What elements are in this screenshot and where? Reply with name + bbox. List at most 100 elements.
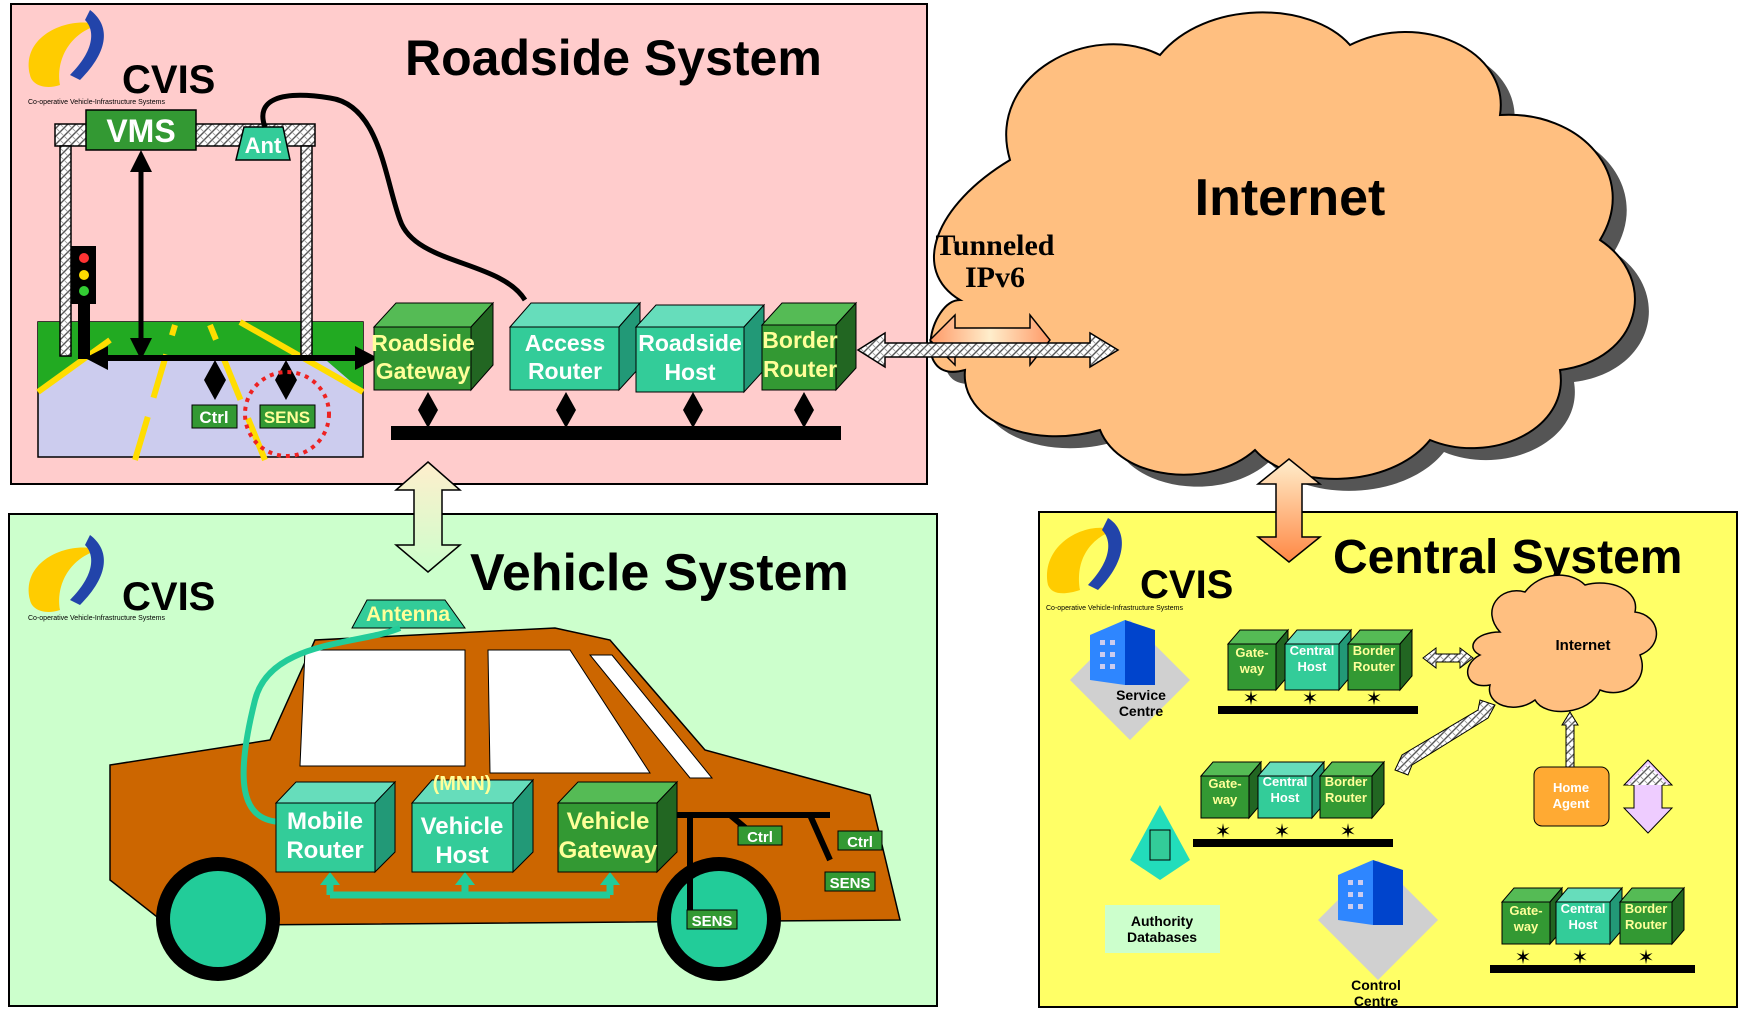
- svg-text:Border: Border: [1353, 643, 1396, 658]
- roadside-gateway-box: Roadside Gateway: [371, 301, 495, 392]
- authority-db-label-2: Databases: [1127, 929, 1197, 945]
- ctrl-label: Ctrl: [199, 408, 228, 427]
- access-router-box: Access Router: [508, 301, 642, 392]
- internet-cloud: [929, 11, 1649, 491]
- roadside-bus: [391, 426, 841, 440]
- central-link-arrow-2: [1394, 699, 1496, 776]
- svg-text:Host: Host: [664, 359, 715, 385]
- svg-text:Router: Router: [1325, 790, 1367, 805]
- ant-cable: [260, 92, 528, 302]
- svg-text:Border: Border: [762, 327, 837, 353]
- svg-text:Router: Router: [763, 356, 837, 382]
- svg-text:Host: Host: [1298, 659, 1328, 674]
- vehicle-sens-2: SENS: [692, 913, 733, 930]
- car-window-rear: [487, 649, 651, 774]
- svg-text:Router: Router: [528, 358, 602, 384]
- svg-text:✶: ✶: [1302, 688, 1319, 710]
- svg-text:Gateway: Gateway: [559, 837, 658, 864]
- svg-text:way: way: [1513, 919, 1539, 934]
- home-agent-label-2: Agent: [1553, 796, 1591, 811]
- central-title: Central System: [1333, 531, 1682, 584]
- tunnel-label-line1: Tunneled: [936, 229, 1055, 262]
- ctrl-box: [191, 404, 238, 429]
- svg-text:✶: ✶: [1515, 947, 1532, 969]
- cvis-logo-central: [1047, 518, 1122, 594]
- svg-text:Central: Central: [1561, 901, 1606, 916]
- sens-box: [259, 404, 316, 429]
- vehicle-ctrl-1: Ctrl: [747, 829, 773, 846]
- svg-text:✶: ✶: [1340, 821, 1357, 843]
- antenna-box: [351, 599, 466, 629]
- svg-text:✶: ✶: [1243, 688, 1260, 710]
- antenna-cable: [240, 625, 402, 825]
- authority-db-icon: [1130, 805, 1190, 880]
- svg-text:✶: ✶: [1638, 947, 1655, 969]
- control-centre-label-2: Centre: [1354, 993, 1399, 1009]
- svg-text:✶: ✶: [1366, 688, 1383, 710]
- central-internet-cloud: [1466, 574, 1657, 713]
- vehicle-gateway-box: Vehicle Gateway: [556, 780, 679, 874]
- roadside-vehicle-link-arrow: [393, 461, 463, 573]
- cvis-logo-text: CVIS: [122, 58, 215, 102]
- svg-text:✶: ✶: [1572, 947, 1589, 969]
- vms-sign: [85, 109, 197, 151]
- car-window-front: [299, 649, 466, 767]
- roadside-title: Roadside System: [405, 30, 822, 86]
- vms-label: VMS: [106, 113, 175, 149]
- cvis-logo-text: CVIS: [1140, 563, 1233, 607]
- internet-title: Internet: [1195, 169, 1386, 227]
- tunnel-label-line2: IPv6: [965, 261, 1025, 294]
- svg-text:Access: Access: [525, 330, 606, 356]
- roadside-panel: CVIS Co-operative Vehicle-Infrastructure…: [10, 3, 928, 485]
- central-network-row-3: Gate- way Central Host Border Router ✶ ✶…: [1490, 886, 1695, 973]
- svg-text:Roadside: Roadside: [638, 330, 742, 356]
- vehicle-host-box: (MNN) Vehicle Host: [410, 773, 535, 874]
- svg-text:Central: Central: [1263, 774, 1308, 789]
- road-verge: [38, 322, 363, 392]
- cvis-logo-vehicle: [28, 535, 104, 612]
- svg-text:Gate-: Gate-: [1208, 776, 1241, 791]
- vehicle-bus: [326, 880, 614, 899]
- svg-text:Roadside: Roadside: [371, 330, 475, 356]
- roadside-host-box: Roadside Host: [634, 303, 766, 394]
- ant-box: [235, 126, 291, 161]
- home-agent-box: [1533, 766, 1610, 827]
- svg-text:way: way: [1239, 661, 1265, 676]
- control-centre-label-1: Control: [1351, 977, 1401, 993]
- authority-db-box: [1105, 905, 1220, 953]
- roadside-internet-link-arrow: [856, 331, 1120, 369]
- svg-text:Vehicle: Vehicle: [567, 808, 650, 835]
- svg-text:Host: Host: [1569, 917, 1599, 932]
- cvis-logo-subtitle: Co-operative Vehicle-Infrastructure Syst…: [28, 615, 165, 622]
- home-agent-label-1: Home: [1553, 780, 1589, 795]
- cvis-logo-roadside: [28, 10, 104, 87]
- svg-text:Host: Host: [435, 842, 488, 869]
- svg-text:Router: Router: [1625, 917, 1667, 932]
- vehicle-ctrl-2: Ctrl: [847, 834, 873, 851]
- svg-text:Router: Router: [286, 837, 363, 864]
- central-network-row-1: Gate- way Central Host Border Router ✶ ✶…: [1218, 628, 1418, 714]
- vehicle-sens-1: SENS: [830, 875, 871, 892]
- svg-text:✶: ✶: [1215, 821, 1232, 843]
- cvis-logo-text: CVIS: [122, 575, 215, 619]
- service-centre-label-2: Centre: [1119, 703, 1164, 719]
- central-internet-label: Internet: [1555, 637, 1610, 654]
- central-panel: CVIS Co-operative Vehicle-Infrastructure…: [1038, 511, 1738, 1009]
- svg-text:Host: Host: [1271, 790, 1301, 805]
- cvis-logo-subtitle: Co-operative Vehicle-Infrastructure Syst…: [1046, 605, 1183, 612]
- border-router-box: Border Router: [760, 301, 858, 392]
- svg-text:Router: Router: [1353, 659, 1395, 674]
- svg-text:Mobile: Mobile: [287, 808, 363, 835]
- antenna-label: Antenna: [366, 603, 450, 626]
- service-centre-label-1: Service: [1116, 687, 1166, 703]
- svg-text:way: way: [1212, 792, 1238, 807]
- vehicle-title: Vehicle System: [470, 544, 849, 602]
- svg-text:Border: Border: [1625, 901, 1668, 916]
- svg-text:Vehicle: Vehicle: [421, 813, 504, 840]
- sens-label: SENS: [264, 408, 310, 427]
- cvis-logo-subtitle: Co-operative Vehicle-Infrastructure Syst…: [28, 99, 165, 106]
- authority-db-label-1: Authority: [1131, 913, 1193, 929]
- mnn-label: (MNN): [433, 773, 492, 795]
- svg-text:Gate-: Gate-: [1235, 645, 1268, 660]
